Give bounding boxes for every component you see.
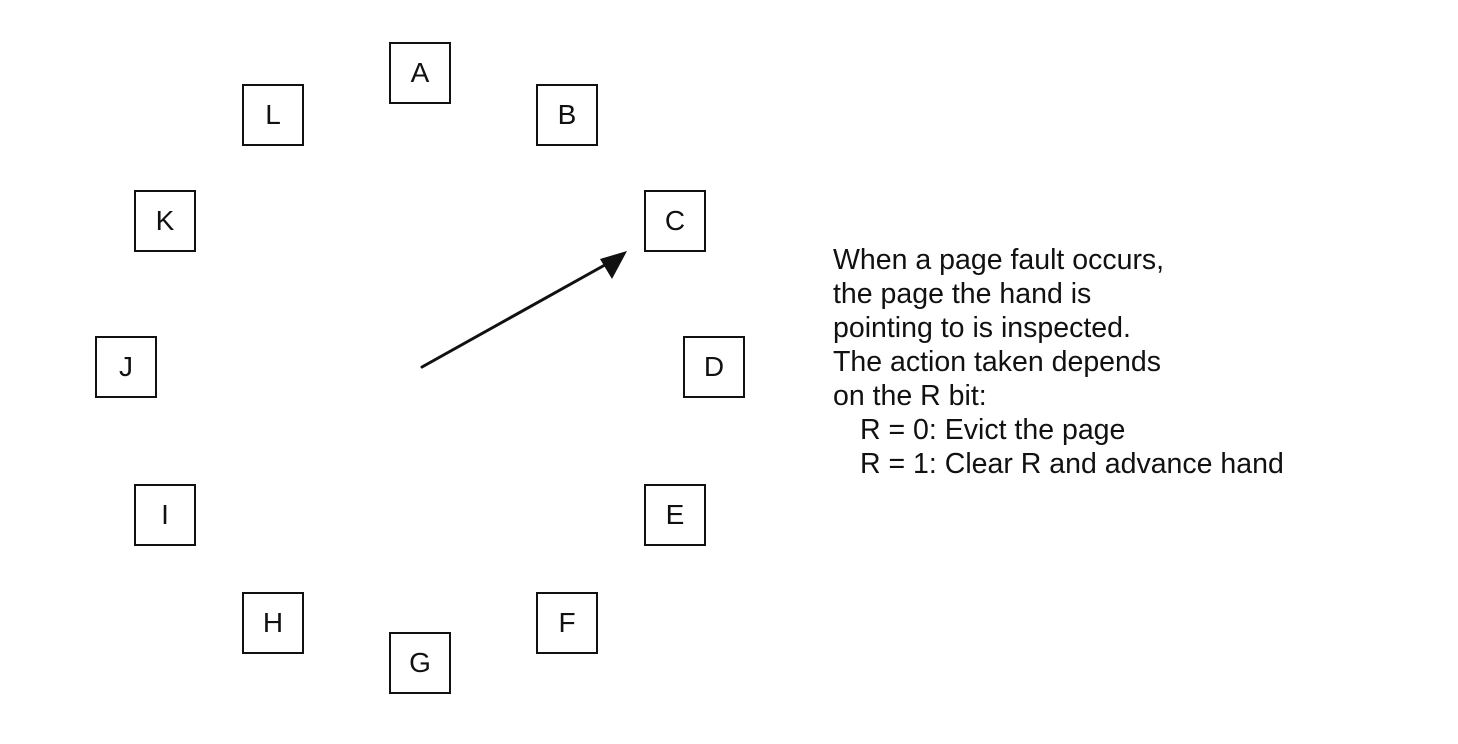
page-label: A (410, 57, 430, 88)
page-label: D (703, 351, 725, 382)
page-frame-h: H (242, 592, 304, 654)
clock-hand-arrowhead (600, 251, 627, 279)
page-label: E (665, 499, 685, 530)
page-frame-g: G (389, 632, 451, 694)
page-label: K (155, 205, 175, 236)
explanation-line: the page the hand is (833, 278, 1092, 310)
page-label: G (409, 647, 431, 678)
page-frame-f: F (536, 592, 598, 654)
explanation-line: The action taken depends (833, 346, 1161, 378)
page-label: F (558, 607, 576, 638)
page-frame-i: I (134, 484, 196, 546)
explanation-line: on the R bit: (833, 380, 987, 412)
explanation-text: When a page fault occurs, the page the h… (833, 243, 1284, 481)
page-label: C (664, 205, 686, 236)
page-label: I (161, 499, 169, 530)
page-frame-l: L (242, 84, 304, 146)
page-label: B (557, 99, 577, 130)
page-label: L (265, 99, 281, 130)
page-frame-b: B (536, 84, 598, 146)
page-label: J (119, 351, 133, 382)
page-frame-d: D (683, 336, 745, 398)
page-frame-j: J (95, 336, 157, 398)
page-frame-k: K (134, 190, 196, 252)
rule-r-0: R = 0: Evict the page (860, 414, 1126, 446)
page-frame-c: C (644, 190, 706, 252)
explanation-line: pointing to is inspected. (833, 312, 1131, 344)
rule-r-1: R = 1: Clear R and advance hand (860, 448, 1284, 480)
page-frame-e: E (644, 484, 706, 546)
clock-hand-shaft (420, 259, 614, 369)
page-frame-a: A (389, 42, 451, 104)
explanation-line: When a page fault occurs, (833, 244, 1165, 276)
page-label: H (262, 607, 284, 638)
